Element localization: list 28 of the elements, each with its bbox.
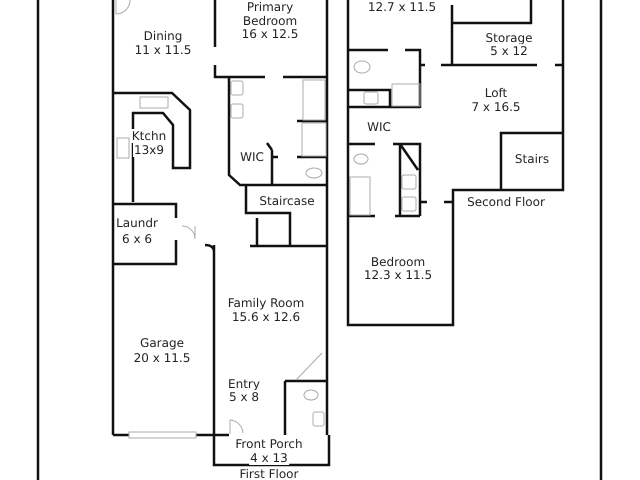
room-dimensions: 12.3 x 11.5 <box>362 268 434 282</box>
room-name: Staircase <box>258 194 316 208</box>
room-name: Garage <box>139 336 185 350</box>
room-name: Storage <box>484 31 534 45</box>
room-dimensions: 13x9 <box>133 143 165 157</box>
room-name: Bedroom <box>370 255 426 269</box>
room-dimensions: 15.6 x 12.6 <box>230 310 302 324</box>
room-dimensions: 11 x 11.5 <box>134 43 192 57</box>
room-name: WIC <box>239 150 265 164</box>
room-dimensions: 20 x 11.5 <box>132 351 192 365</box>
room-name: Ktchn <box>130 129 168 143</box>
room-name: Front Porch <box>234 437 304 451</box>
room-dimensions: 16 x 12.5 <box>240 27 300 41</box>
room-dimensions: 5 x 12 <box>489 44 529 58</box>
room-dimensions: 12.7 x 11.5 <box>366 0 438 14</box>
room-name: Dining <box>142 29 184 43</box>
floor-name: First Floor <box>238 467 300 480</box>
room-dimensions: 6 x 6 <box>121 232 153 246</box>
room-dimensions: 7 x 16.5 <box>470 100 522 114</box>
room-name: Entry <box>227 377 261 391</box>
room-name: Loft <box>484 86 508 100</box>
room-name: WIC <box>366 120 392 134</box>
room-name: Stairs <box>514 152 550 166</box>
room-dimensions: 4 x 13 <box>249 451 289 465</box>
room-name: Family Room <box>226 296 306 310</box>
room-dimensions: 5 x 8 <box>228 390 260 404</box>
room-name: Laundr <box>115 216 159 230</box>
floor-name: Second Floor <box>466 195 546 209</box>
